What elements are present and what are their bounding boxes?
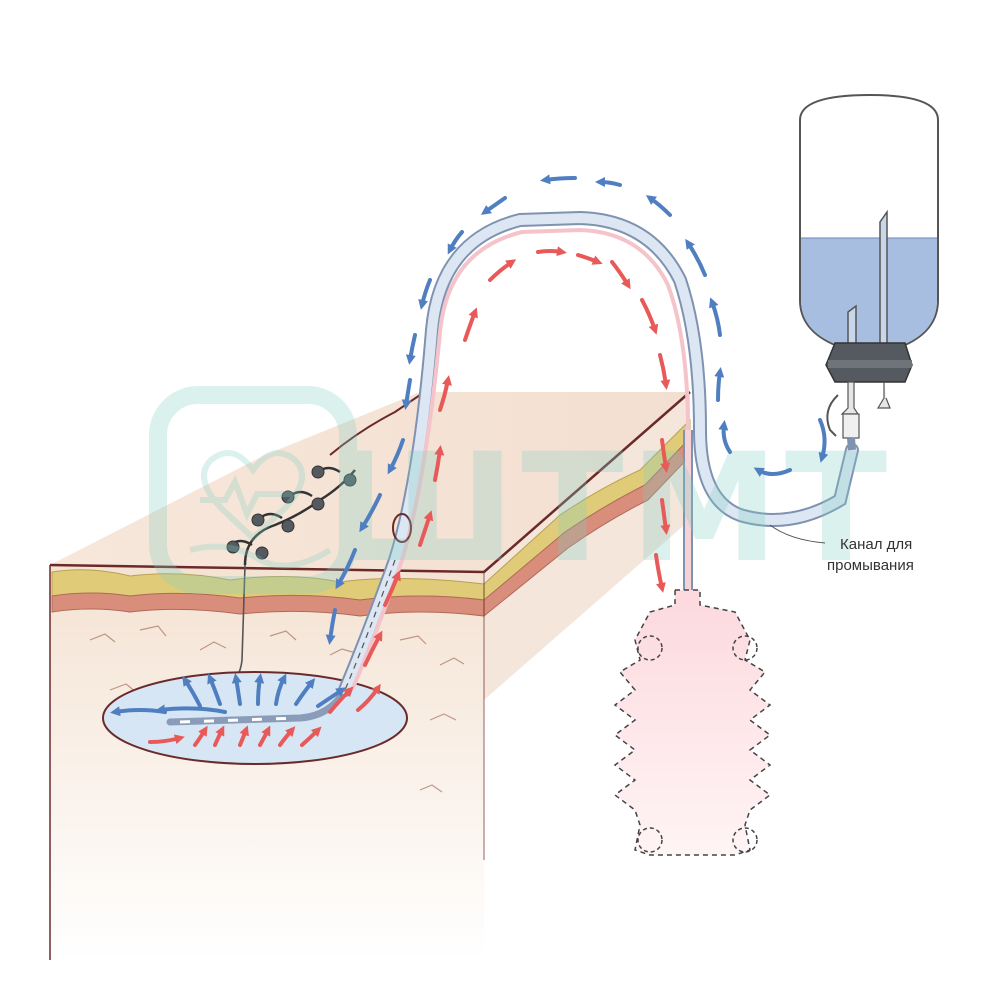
outflow-arrow	[356, 683, 381, 712]
bottle-outlet	[840, 381, 860, 415]
inflow-arrow	[359, 493, 382, 533]
inflow-arrow	[316, 687, 347, 708]
inflow-arrow	[709, 297, 722, 337]
tube-inner-channel	[350, 227, 690, 691]
outflow-arrow	[640, 298, 659, 335]
outflow-arrow	[328, 686, 354, 714]
outflow-arrow	[438, 375, 452, 412]
flush-channel-label-line2: промывания	[827, 557, 914, 574]
outflow-arrow	[660, 438, 671, 473]
bulb-body	[613, 589, 772, 856]
inflow-arrow	[480, 196, 507, 215]
inflow-arrow	[405, 333, 417, 365]
tube-outer-fill	[340, 212, 857, 695]
callout-leader-line	[769, 524, 826, 544]
inflow-arrow	[714, 367, 725, 402]
tube-entry-collar	[392, 513, 412, 543]
bottle-spike	[876, 382, 891, 409]
inflow-arrow	[155, 704, 227, 715]
inflow-arrow	[182, 675, 202, 708]
outflow-arrow	[258, 725, 271, 747]
inflow-arrow	[110, 706, 167, 717]
clamp-hook	[826, 394, 839, 437]
outflow-arrow	[433, 445, 445, 482]
inflow-arrow	[447, 230, 464, 255]
collector-bulb	[613, 589, 772, 856]
inflow-arrow	[718, 420, 732, 454]
outflow-arrow	[193, 725, 208, 747]
outflow-arrow	[660, 498, 671, 535]
bottle-cap-band	[828, 360, 912, 368]
outflow-arrow	[463, 307, 478, 342]
bottle-fluid	[801, 238, 937, 344]
inflow-arrow	[254, 673, 265, 706]
inflow-arrow	[335, 548, 357, 590]
inflow-arrow	[645, 195, 672, 217]
drain-tube-perforations	[179, 716, 301, 724]
outflow-arrow	[610, 260, 631, 290]
fluid-bottle	[799, 93, 939, 451]
outflow-arrow	[418, 510, 434, 547]
inflow-arrows	[110, 174, 829, 717]
bottle-inner-tube	[879, 209, 888, 345]
inflow-arrow	[274, 673, 287, 706]
inflow-arrow	[207, 673, 222, 706]
outflow-arrow	[238, 725, 249, 747]
flush-channel-label-line1: Канал для	[840, 536, 912, 553]
outflow-arrow	[654, 553, 666, 593]
skin-surface	[50, 392, 690, 572]
outflow-arrow	[576, 253, 603, 265]
outflow-arrow	[383, 570, 401, 607]
tube-dashed-section	[344, 559, 396, 691]
watermark-logo-frame	[149, 386, 357, 594]
outflow-arrow	[488, 259, 517, 282]
inflow-arrow	[387, 438, 405, 475]
bulb-loop-bl	[637, 827, 663, 853]
bulb-loop-br	[732, 827, 758, 853]
inflow-arrow	[401, 378, 412, 410]
inflow-arrow	[231, 673, 242, 706]
suture-knots	[226, 465, 357, 560]
outflow-arrow	[363, 630, 383, 667]
bulb-loop-tl	[637, 635, 663, 661]
outflow-arrow	[300, 726, 322, 747]
inflow-arrow	[325, 608, 337, 645]
outflow-arrow	[213, 725, 225, 747]
bottle-to-tube	[847, 437, 856, 451]
inflow-arrow	[418, 278, 432, 310]
outflow-arrow	[278, 726, 296, 747]
skin-incision	[329, 394, 421, 456]
drainage-tube	[338, 210, 859, 697]
watermark-text: ШТМТ	[330, 422, 893, 596]
heart-pulse-hand-icon	[189, 449, 332, 569]
bottle-inner-tube-2	[847, 304, 857, 345]
flush-channel-callout: Канал для промывания	[769, 524, 914, 574]
outflow-arrow	[536, 246, 567, 257]
inflow-arrow	[753, 467, 792, 477]
tissue-block	[49, 391, 691, 960]
inflow-arrow	[595, 177, 622, 188]
inflow-arrow	[685, 238, 707, 277]
tissue-side-face	[484, 392, 690, 700]
outflow-arrow	[148, 734, 185, 745]
outflow-arrow	[658, 353, 671, 390]
bulb-loop-tr	[732, 635, 758, 661]
inflow-arrow	[818, 418, 829, 463]
watermark: ШТМТ	[149, 386, 893, 596]
outflow-arrows	[148, 246, 671, 747]
inflow-arrow	[294, 678, 316, 706]
inflow-arrow	[540, 174, 577, 185]
